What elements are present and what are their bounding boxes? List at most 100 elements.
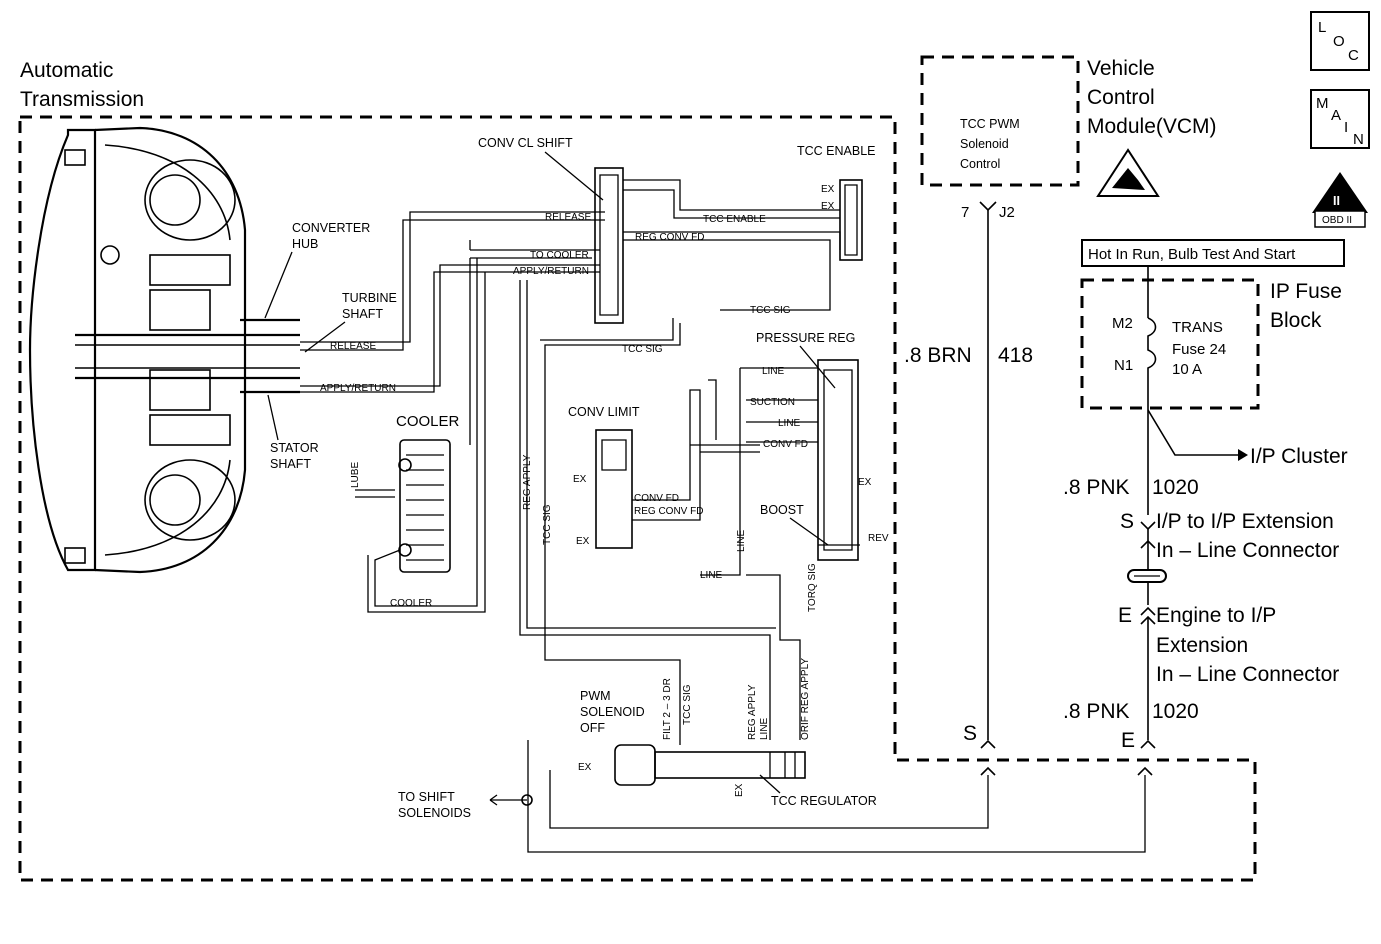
line-label-2: LINE [778,418,801,429]
svg-text:C: C [1348,47,1359,64]
bottom-s-connector [980,739,996,749]
cooler-line-label: COOLER [390,598,432,609]
pwm-solenoid-label-3: OFF [580,721,605,735]
release-label: RELEASE [330,341,376,352]
tcc-sig-label-3: TCC SIG [542,504,553,545]
svg-text:A: A [1331,107,1341,124]
converter-hub-label-1: CONVERTER [292,221,370,235]
stator-shaft-label-1: STATOR [270,441,319,455]
vcm-title-2: Control [1087,86,1155,109]
line-label-1: LINE [762,366,785,377]
vcm-boundary [920,55,1080,187]
svg-text:M: M [1316,95,1329,112]
vcm-pin-connector [979,201,997,212]
fuse-line-3: 10 A [1172,361,1202,378]
rev-label: REV [868,533,889,544]
fuse-line-2: Fuse 24 [1172,341,1226,358]
cooler-title: COOLER [396,413,460,430]
svg-text:L: L [1318,19,1326,36]
transmission-title-1: Automatic [20,59,113,82]
tcc-enable-line-label: TCC ENABLE [703,214,766,225]
torque-converter [28,126,300,574]
orif-reg-apply-label: ORIF REG APPLY [800,658,811,740]
bottom-e-connector [1140,739,1156,749]
line-label-5: LINE [759,717,770,740]
engine-ip-connector-top [1140,606,1156,616]
conv-cl-shift-label: CONV CL SHIFT [478,136,573,150]
fuse-block-title-1: IP Fuse [1270,280,1342,303]
torq-sig-label: TORQ SIG [807,563,818,612]
fuse-element [1147,317,1157,408]
brn-gauge-color: .8 BRN [904,344,972,367]
line-label-4: LINE [700,570,723,581]
hydraulic-lines [300,167,1146,853]
bottom-e-pin: E [1121,729,1135,752]
tcc-sig-label-4: TCC SIG [682,684,693,725]
vcm-title-3: Module(VCM) [1087,115,1217,138]
stator-shaft-label-2: SHAFT [270,457,311,471]
hot-label: Hot In Run, Bulb Test And Start [1088,246,1296,263]
engine-ip-pin: E [1118,604,1132,627]
ip-cluster-label: I/P Cluster [1250,445,1348,468]
bottom-s-mate [980,766,996,776]
ip-ext-label-2: In – Line Connector [1156,539,1339,562]
ip-cluster-arrow [1238,449,1248,461]
ip-ext-connector-top [1140,521,1156,531]
fuse-line-1: TRANS [1172,319,1223,336]
ex-label-1: EX [821,184,835,195]
obd-ii-icon: II OBD II [1312,172,1368,228]
reg-apply-label: REG APPLY [522,454,533,510]
transmission-title-2: Transmission [20,88,144,111]
tcc-regulator-label: TCC REGULATOR [771,794,877,808]
tcc-enable-title: TCC ENABLE [797,144,876,158]
tcc-sig-label: TCC SIG [750,305,791,316]
engine-ip-label-1: Engine to I/P [1156,604,1276,627]
pnk-top-circuit: 1020 [1152,476,1199,499]
vcm-title-1: Vehicle [1087,57,1155,80]
fuse-pin-m2: M2 [1112,315,1133,332]
vcm-pin: 7 [961,204,969,221]
engine-ip-label-2: Extension [1156,634,1248,657]
apply-return-label: APPLY/RETURN [320,383,396,394]
bottom-s-pin: S [963,722,977,745]
to-cooler-label: TO COOLER [530,250,589,261]
reg-conv-fd-label: REG CONV FD [635,232,704,243]
svg-text:II: II [1333,194,1340,208]
boost-label: BOOST [760,503,804,517]
main-icon[interactable]: M A I N [1310,89,1370,149]
pnk-bottom-gauge-color: .8 PNK [1063,700,1130,723]
ip-ext-connector-bottom [1140,539,1156,549]
ex-label-6: EX [578,762,592,773]
apply-return-valve-label: APPLY/RETURN [513,266,589,277]
to-shift-label-1: TO SHIFT [398,790,455,804]
tcc-sig-label-2: TCC SIG [622,344,663,355]
ip-ext-pin: S [1120,510,1134,533]
vcm-box-line-3: Control [960,157,1000,171]
pnk-bottom-circuit: 1020 [1152,700,1199,723]
release-valve-label: RELEASE [545,212,591,223]
ip-cluster-branch [1147,409,1238,456]
line-label-3: LINE [736,529,747,552]
bottom-e-mate [1137,766,1153,776]
lube-label: LUBE [350,462,361,488]
ex-label-7: EX [734,783,745,797]
vcm-box-line-2: Solenoid [960,137,1009,151]
vcm-box-line-1: TCC PWM [960,117,1020,131]
pwm-solenoid-label-2: SOLENOID [580,705,645,719]
conv-fd-label: CONV FD [634,493,679,504]
engine-ip-label-3: In – Line Connector [1156,663,1339,686]
converter-hub-label-2: HUB [292,237,318,251]
conv-limit-label: CONV LIMIT [568,405,640,419]
svg-text:N: N [1353,131,1364,148]
conv-fd-label-2: CONV FD [763,439,808,450]
esd-warning-icon [1096,148,1160,197]
pressure-reg-label: PRESSURE REG [756,331,855,345]
brn-circuit: 418 [998,344,1033,367]
svg-text:I: I [1344,119,1348,136]
loc-icon[interactable]: L O C [1310,11,1370,71]
fuse-block-boundary [1080,278,1260,410]
filt-2-3-dr-label: FILT 2 – 3 DR [662,678,673,740]
pnk-top-gauge-color: .8 PNK [1063,476,1130,499]
reg-conv-fd-label-2: REG CONV FD [634,506,703,517]
